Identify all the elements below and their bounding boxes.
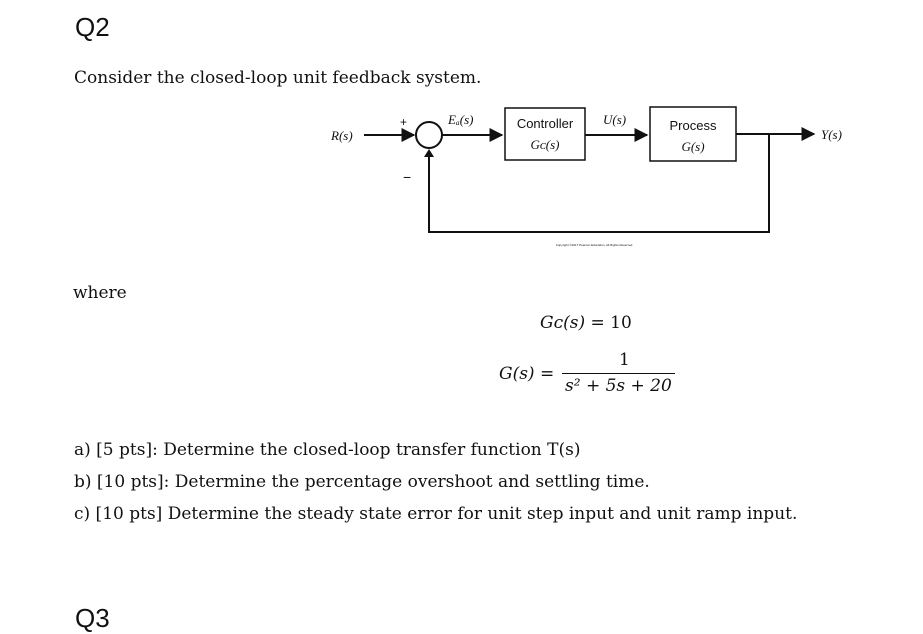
plus-sign: + bbox=[400, 115, 407, 129]
controller-output-label: U(s) bbox=[603, 112, 626, 127]
minus-sign: − bbox=[403, 169, 411, 185]
where-label: where bbox=[73, 283, 127, 303]
question-intro: Consider the closed-loop unit feedback s… bbox=[74, 68, 482, 88]
error-label: Eₐ(s) bbox=[447, 112, 473, 127]
summing-junction bbox=[415, 121, 443, 149]
feedback-path bbox=[428, 134, 770, 233]
controller-equation: Gᴄ(s) = 10 bbox=[540, 313, 632, 333]
next-question-title: Q3 bbox=[75, 603, 110, 633]
controller-func: Gᴄ(s) bbox=[531, 137, 560, 152]
plant-equation-lhs: G(s) = bbox=[499, 364, 555, 384]
gc-rhs: 10 bbox=[610, 313, 632, 333]
process-func: G(s) bbox=[681, 139, 704, 154]
part-b: b) [10 pts]: Determine the percentage ov… bbox=[74, 472, 650, 492]
output-label: Y(s) bbox=[821, 127, 842, 142]
process-block bbox=[649, 106, 737, 162]
part-c: c) [10 pts] Determine the steady state e… bbox=[74, 504, 798, 524]
copyright-notice: Copyright ©2017 Pearson Education, All R… bbox=[556, 243, 633, 247]
question-title: Q2 bbox=[75, 12, 110, 42]
part-a: a) [5 pts]: Determine the closed-loop tr… bbox=[74, 440, 581, 460]
input-label: R(s) bbox=[330, 128, 353, 143]
plant-numerator: 1 bbox=[619, 350, 630, 370]
controller-title: Controller bbox=[517, 116, 574, 131]
plant-denominator: s² + 5s + 20 bbox=[565, 376, 672, 396]
fraction-bar bbox=[562, 373, 675, 374]
feedback-arrowhead bbox=[424, 149, 434, 157]
gc-lhs: Gᴄ(s) = bbox=[540, 313, 611, 333]
process-title: Process bbox=[670, 118, 717, 133]
block-diagram: R(s) + − Eₐ(s) Controller Gᴄ(s) U(s) Pro… bbox=[330, 106, 842, 247]
